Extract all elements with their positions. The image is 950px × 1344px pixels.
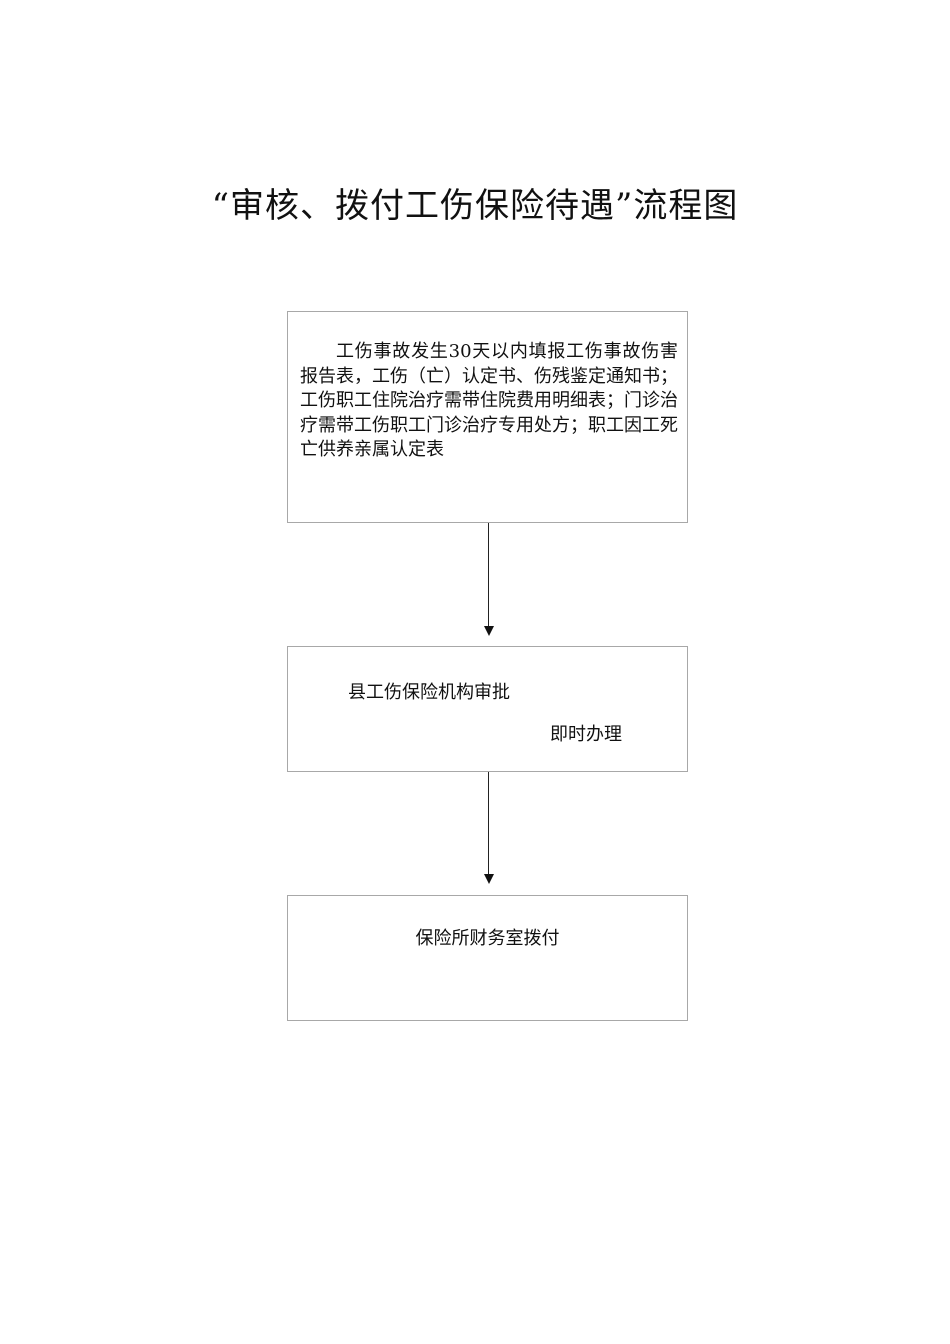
- step-box-finance-payment: 保险所财务室拨付: [287, 895, 688, 1021]
- page-title: “审核、拨付工伤保险待遇”流程图: [211, 186, 739, 226]
- arrow-down-icon: [484, 626, 494, 636]
- connector-line-1: [488, 523, 489, 628]
- step-box-county-approval: 县工伤保险机构审批 即时办理: [287, 646, 688, 772]
- step-note-immediate: 即时办理: [550, 724, 622, 745]
- step-text-submit-documents: 工伤事故发生30天以内填报工伤事故伤害报告表，工伤（亡）认定书、伤残鉴定通知书；…: [300, 341, 678, 460]
- connector-line-2: [488, 772, 489, 877]
- arrow-down-icon: [484, 874, 494, 884]
- step-text-finance-payment: 保险所财务室拨付: [415, 928, 560, 949]
- step-text-county-approval: 县工伤保险机构审批: [348, 682, 510, 703]
- step-box-submit-documents: 工伤事故发生30天以内填报工伤事故伤害报告表，工伤（亡）认定书、伤残鉴定通知书；…: [287, 311, 688, 523]
